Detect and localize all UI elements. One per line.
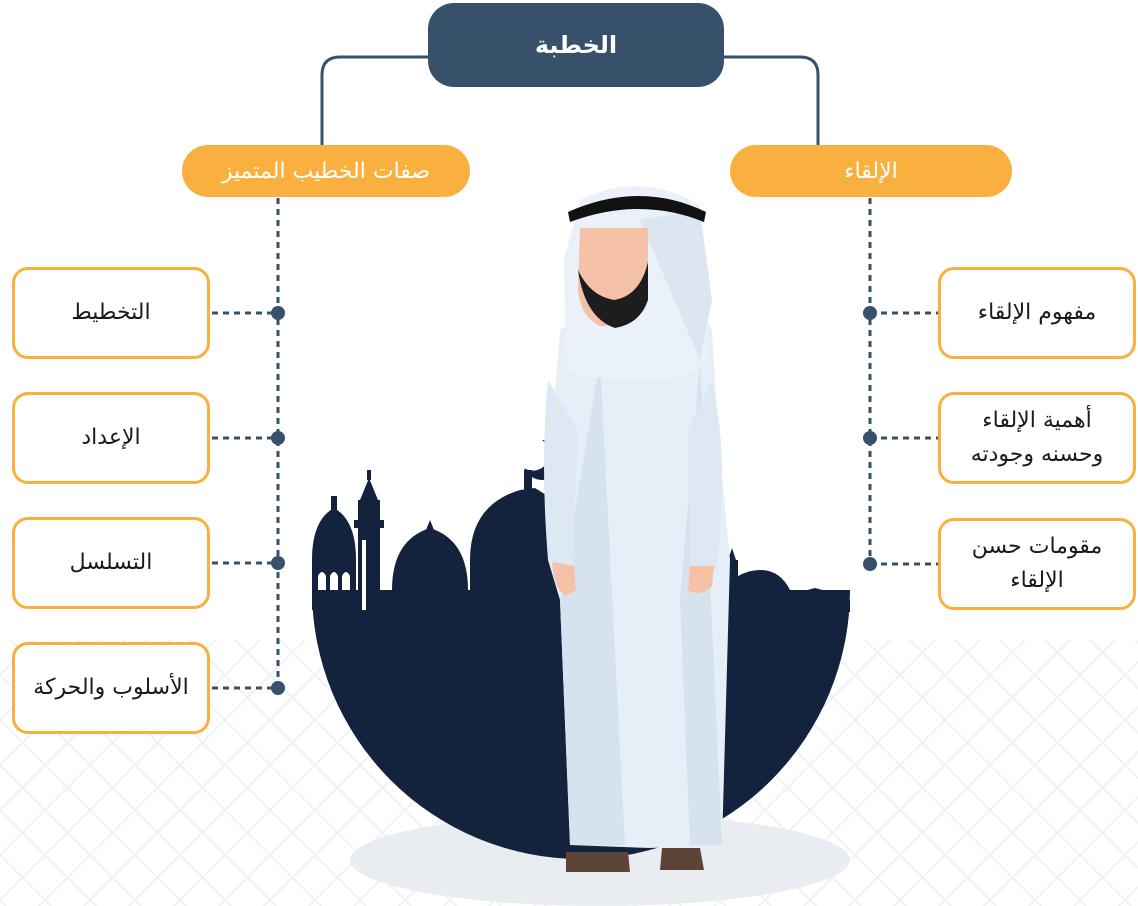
leaf-node: التخطيط [12, 267, 210, 359]
leaf-node: مقومات حسن الإلقاء [938, 518, 1136, 610]
leaf-node: التسلسل [12, 517, 210, 609]
man-in-thobe-icon [544, 186, 730, 872]
leaf-label: التخطيط [71, 300, 151, 325]
leaf-node: الإعداد [12, 392, 210, 484]
leaf-label: مقومات حسن الإلقاء [971, 534, 1103, 593]
left-node-dot [271, 681, 285, 695]
left-node-dot [271, 306, 285, 320]
root-right-connector [724, 55, 820, 148]
mosque-windows [318, 540, 366, 610]
leaf-label: الإعداد [81, 425, 141, 450]
leaf-label: التسلسل [69, 550, 153, 575]
branch-left-label: صفات الخطيب المتميز [221, 158, 431, 184]
branch-right-label: الإلقاء [844, 158, 898, 184]
leaf-label: الأسلوب والحركة [33, 675, 189, 700]
branch-node-left: صفات الخطيب المتميز [182, 145, 470, 197]
branch-node-right: الإلقاء [730, 145, 1012, 197]
left-node-dot [271, 431, 285, 445]
leaf-node: الأسلوب والحركة [12, 642, 210, 734]
root-left-connector [320, 55, 428, 148]
root-node-label: الخطبة [534, 31, 618, 59]
leaf-label: أهمية الإلقاء وحسنه وجودته [970, 408, 1104, 467]
root-node: الخطبة [428, 3, 724, 87]
right-node-dot [863, 557, 877, 571]
right-node-dot [863, 431, 877, 445]
left-node-dot [271, 556, 285, 570]
right-node-dot [863, 306, 877, 320]
leaf-node: مفهوم الإلقاء [938, 267, 1136, 359]
leaf-label: مفهوم الإلقاء [977, 300, 1097, 325]
leaf-node: أهمية الإلقاء وحسنه وجودته [938, 392, 1136, 484]
